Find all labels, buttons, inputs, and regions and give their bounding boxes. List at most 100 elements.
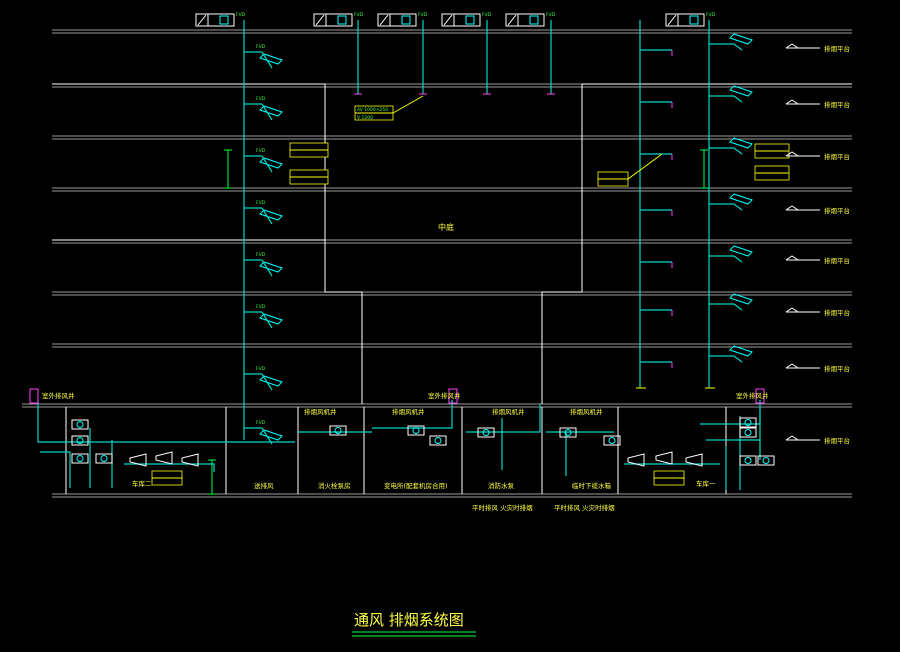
equipment-box	[739, 455, 757, 466]
duct-fan	[155, 451, 173, 465]
branch-duct	[261, 51, 273, 69]
grille	[259, 313, 283, 325]
room-label-0: 车库二	[132, 479, 152, 488]
fan-icon	[412, 427, 420, 434]
right-branch	[640, 345, 753, 368]
box	[559, 427, 577, 438]
floor-slab-lines	[22, 29, 852, 498]
left-branch: FVD	[244, 252, 283, 277]
branch-duct	[261, 103, 273, 121]
equipment-box	[71, 435, 89, 446]
fan-box	[441, 13, 481, 27]
box	[329, 425, 347, 436]
equipment-box	[71, 419, 89, 430]
fan-motor	[465, 15, 475, 25]
supply-shaft-label-3: 排烟风机井	[492, 407, 525, 416]
fan-box	[195, 13, 235, 27]
basement-ducts	[37, 400, 761, 490]
right-branch	[640, 245, 753, 268]
roof-fan: FVD	[377, 12, 428, 27]
supply-shaft-label-4: 排烟风机井	[570, 407, 603, 416]
branch-duct	[733, 147, 743, 155]
valve-tag: FVD	[706, 12, 716, 18]
outdoor-shaft-label-mid: 室外排风井	[428, 391, 461, 400]
equipment-box	[429, 435, 447, 446]
box	[95, 453, 113, 464]
equipment-box	[71, 453, 89, 464]
note-0: 平时排风 火灾时排烟	[472, 503, 533, 512]
branch-duct	[733, 43, 743, 51]
duct-fan	[655, 451, 673, 465]
branch-duct	[261, 259, 273, 277]
floor-tag: 排烟平台	[785, 435, 850, 445]
valve-tag: FVD	[256, 148, 266, 154]
floor-tag-label: 排烟平台	[824, 100, 850, 109]
fan-icon	[608, 437, 616, 444]
floor-tag-label: 排烟平台	[824, 436, 850, 445]
equipment-box	[477, 427, 495, 438]
drawing-title: 通风 排烟系统图	[354, 611, 464, 629]
grille	[729, 345, 753, 357]
grille	[729, 293, 753, 305]
branch-duct	[261, 207, 273, 225]
tag-triangle	[785, 307, 799, 313]
grille	[729, 85, 753, 97]
floor-tag-label: 排烟平台	[824, 256, 850, 265]
equipment-box	[739, 417, 757, 428]
branch-duct	[733, 303, 743, 311]
fan-shape	[181, 453, 199, 467]
roof-fan: FVD	[195, 12, 246, 27]
tag-triangle	[785, 43, 799, 49]
fan-icon	[76, 455, 84, 462]
left-branch: FVD	[244, 148, 283, 173]
branch-duct	[733, 255, 743, 263]
branch-duct	[261, 155, 273, 173]
valve-tag: FVD	[354, 12, 364, 18]
shaft-tags	[29, 388, 765, 404]
floor-tag-label: 排烟平台	[824, 44, 850, 53]
supply-shaft-label-2: 排烟风机井	[392, 407, 425, 416]
grille	[729, 33, 753, 45]
tag-triangle	[785, 205, 799, 211]
branch-duct	[733, 355, 743, 363]
tag-triangle	[785, 435, 799, 441]
grille	[259, 157, 283, 169]
tag-triangle	[785, 99, 799, 105]
roof-fan: FVD	[505, 12, 556, 27]
right-branch	[640, 137, 753, 160]
valve-tag: FVD	[482, 12, 492, 18]
fan-box	[377, 13, 417, 27]
fan-box	[313, 13, 353, 27]
left-branch: FVD	[244, 44, 283, 69]
valve-tag: FVD	[256, 200, 266, 206]
basement-equipment	[71, 417, 775, 467]
fan-blade	[507, 14, 517, 26]
equipment-box	[329, 425, 347, 436]
valve-tag: FVD	[256, 44, 266, 50]
floor-tag-label: 排烟平台	[824, 206, 850, 215]
left-branch: FVD	[244, 304, 283, 329]
fan-box	[665, 13, 705, 27]
box	[71, 419, 89, 430]
outdoor-shaft-label-left: 室外排风井	[42, 391, 75, 400]
fan-icon	[482, 429, 490, 436]
fan-motor	[219, 15, 229, 25]
box	[71, 453, 89, 464]
fan-icon	[564, 429, 572, 436]
note-1: 平时排风 火灾时排烟	[554, 503, 615, 512]
fan-blade	[443, 14, 453, 26]
grille	[729, 245, 753, 257]
fan-shape	[685, 453, 703, 467]
dimension-marks	[208, 149, 708, 495]
duct-fan	[129, 453, 147, 467]
grille	[259, 429, 283, 441]
supply-shaft-label-1: 排烟风机井	[304, 407, 337, 416]
tag-triangle	[785, 255, 799, 261]
fan-icon	[744, 457, 752, 464]
equipment-box	[95, 453, 113, 464]
floor-tag: 排烟平台	[785, 363, 850, 373]
grille	[729, 137, 753, 149]
grille	[259, 375, 283, 387]
